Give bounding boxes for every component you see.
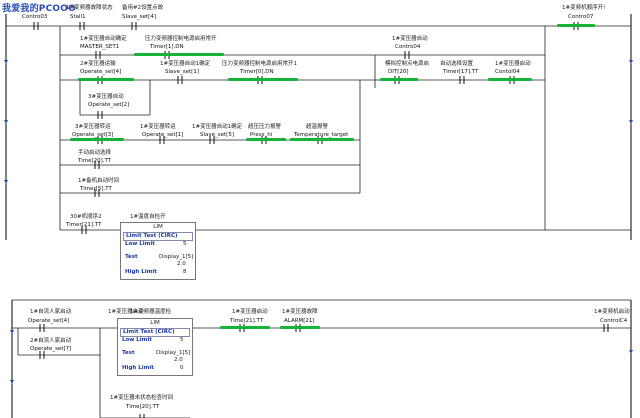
contact-label: 3#变压器转运 xyxy=(75,124,111,130)
contact-label: 压力变频器控制电源启用常开1 xyxy=(222,61,298,67)
contact-addr[interactable]: Timer[21].TT xyxy=(66,222,102,228)
lim-test-addr: Display_1[5] xyxy=(156,350,191,356)
lim-test-label: Test xyxy=(125,254,138,260)
contact-addr[interactable]: Operate_set[4] xyxy=(28,318,70,324)
lim-high-label: High Limit xyxy=(125,269,157,275)
contact-addr[interactable]: Timer[17].TT xyxy=(443,69,479,75)
contacts-rung2 xyxy=(39,324,609,418)
contact-label: 1#变压器启动 xyxy=(108,309,144,315)
lim-low-label: Low Limit xyxy=(122,337,152,343)
contact-addr[interactable]: Contol04 xyxy=(495,69,520,75)
energized-highlight xyxy=(220,326,270,329)
contact-label: 1#变压器转运 xyxy=(140,124,176,130)
contact-addr[interactable]: Time[20].TT xyxy=(78,158,112,164)
contact-addr[interactable]: Timer[5].TT xyxy=(80,186,112,192)
contact-label: 2#变压器运输 xyxy=(80,61,116,67)
contact-addr[interactable]: Operate_set[3] xyxy=(72,132,114,138)
energized-highlight xyxy=(70,138,124,141)
contact-label: 1#变压器启动 xyxy=(495,61,531,67)
energized-highlight xyxy=(488,78,532,81)
watermark: 我爱我的PCOOO xyxy=(2,4,76,14)
contact-label: 1#变压器自动1确定 xyxy=(192,124,243,130)
contact-addr[interactable]: Operate_set[4] xyxy=(80,69,122,75)
coil-addr[interactable]: Contro07 xyxy=(568,14,594,20)
contact-addr[interactable]: Time[21].TT xyxy=(230,318,264,324)
energized-highlight xyxy=(557,24,595,27)
energized-highlight xyxy=(134,53,224,56)
contact-label: 1#变压器自动确定 xyxy=(80,36,127,42)
coil-addr[interactable]: ControlC4 xyxy=(600,318,628,324)
lim-title: Limit Test (CIRC) xyxy=(123,232,193,241)
lim-high-value: 0 xyxy=(180,365,184,371)
coil-label: 1#变频机启动 xyxy=(594,309,630,315)
contact-addr[interactable]: Stall1 xyxy=(70,14,86,20)
contact-label: 超温报警 xyxy=(306,124,329,130)
lim-title: Limit Test (CIRC) xyxy=(120,328,190,337)
contact-label: 超压压力报警 xyxy=(248,124,282,130)
lim-header: LIM xyxy=(153,224,163,230)
energized-highlight xyxy=(290,138,354,141)
contact-label: 2#自流人家启动 xyxy=(30,338,72,344)
contact-addr[interactable]: DIT[20] xyxy=(388,69,409,75)
contact-addr[interactable]: Timer[1].DN xyxy=(150,44,184,50)
contact-addr[interactable]: Timer[0].DN xyxy=(240,69,274,75)
lim-caption: 1#温度自检开 xyxy=(130,214,166,220)
contact-label: 1#变压器自动 xyxy=(392,36,428,42)
lim-low-label: Low Limit xyxy=(125,241,155,247)
contact-label: 1#备机启动时间 xyxy=(78,178,120,184)
coil-label: 1#变频机顺序开! xyxy=(562,5,606,11)
contact-label: 30#机顺序2 xyxy=(70,214,102,220)
lim-test-label: Test xyxy=(122,350,135,356)
contact-addr[interactable]: Operate_set[7] xyxy=(30,346,72,352)
energized-highlight xyxy=(380,78,418,81)
lim-low-value: 5 xyxy=(180,337,184,343)
contact-label: 备用#2设置点故 xyxy=(122,5,164,11)
contact-addr[interactable]: Operate_set[1] xyxy=(142,132,184,138)
contact-addr[interactable]: ALARM[21] xyxy=(284,318,315,324)
energized-highlight xyxy=(78,78,134,81)
limit-test-block[interactable]: LIM Limit Test (CIRC) Low Limit 5 Test D… xyxy=(117,318,193,376)
contact-label: 1#变压器故障 xyxy=(282,309,318,315)
energized-highlight xyxy=(228,78,298,81)
contact-addr[interactable]: Slave_set[4] xyxy=(122,14,156,20)
lim-high-value: 8 xyxy=(183,269,187,275)
contact-addr[interactable]: MASTER_SET1 xyxy=(80,44,120,50)
contact-addr[interactable]: Press_hi xyxy=(250,132,273,138)
contact-addr[interactable]: Contro03 xyxy=(22,14,48,20)
lim-high-label: High Limit xyxy=(122,365,154,371)
lim-test-value: 2.0 xyxy=(177,261,186,267)
contact-label: 1#变频器故障状态 xyxy=(66,5,113,11)
contact-addr[interactable]: Contro04 xyxy=(395,44,421,50)
contact-addr[interactable]: Time[20].TT xyxy=(126,404,160,410)
contact-label: 3#变压器自动 xyxy=(88,94,124,100)
lim-low-value: 5 xyxy=(183,241,187,247)
contact-label: 1#自流人家启动 xyxy=(30,309,72,315)
energized-highlight xyxy=(246,138,286,141)
contact-label: 1#变压器自动1确定 xyxy=(160,61,211,67)
contact-label: 1#变压器启动 xyxy=(232,309,268,315)
lim-caption: 1#变频器温度检 xyxy=(130,309,172,315)
lim-test-value: 2.0 xyxy=(174,357,183,363)
contact-addr[interactable]: Slave_set[5] xyxy=(200,132,234,138)
contact-label: 自动选择设置 xyxy=(440,61,474,67)
rail-arrows xyxy=(4,60,633,384)
lim-test-addr: Display_1[5] xyxy=(159,254,194,260)
contact-label: 手动启动选择 xyxy=(78,150,112,156)
limit-test-block[interactable]: LIM Limit Test (CIRC) Low Limit 5 Test D… xyxy=(120,222,196,280)
lim-header: LIM xyxy=(150,320,160,326)
contact-addr[interactable]: Temperature_target xyxy=(294,132,349,138)
contact-label: 模拟控制点电源启 xyxy=(385,61,430,67)
contact-addr[interactable]: Operate_set[2] xyxy=(88,102,130,108)
contact-label: 1#变压器未状态检查时间 xyxy=(110,395,174,401)
energized-highlight xyxy=(280,326,320,329)
contact-label: 压力变频器控制电源启用常开 xyxy=(145,36,217,42)
contact-addr[interactable]: Slave_set[1] xyxy=(165,69,199,75)
